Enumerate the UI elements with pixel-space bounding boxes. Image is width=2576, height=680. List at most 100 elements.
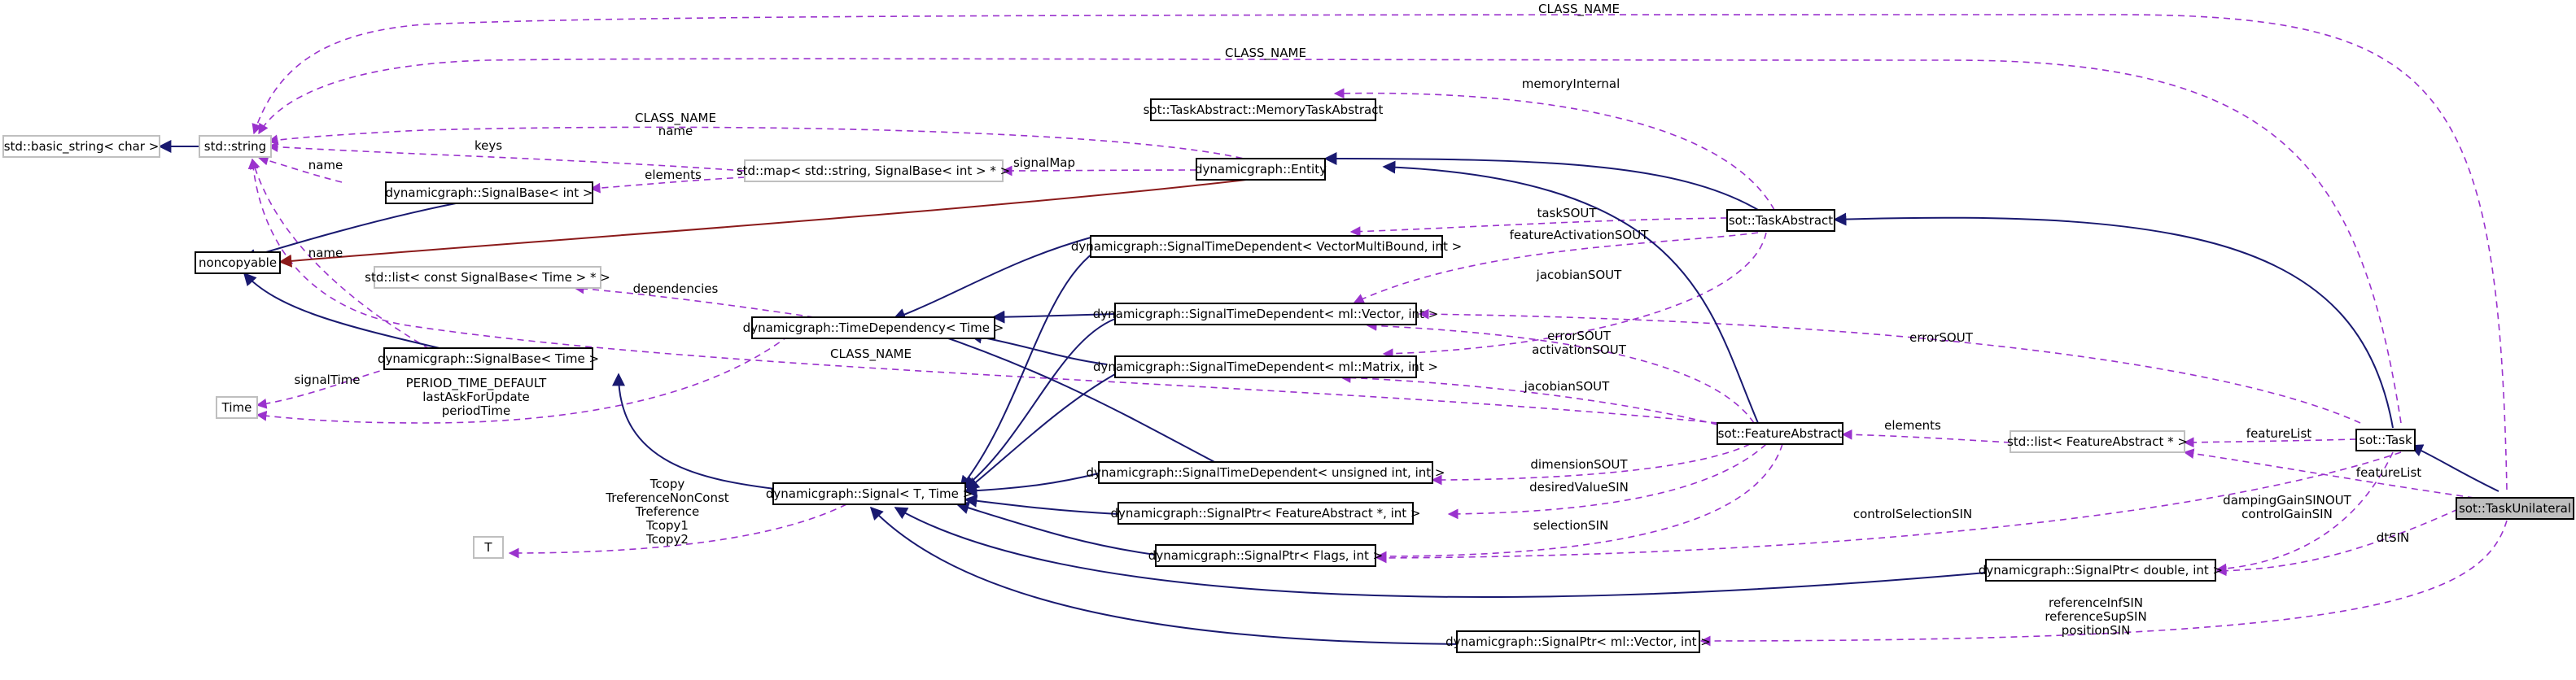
edge-label-feature-list-2: featureList xyxy=(2356,465,2421,480)
edge-signalbase-time-noncopyable xyxy=(243,272,440,349)
edge-damping xyxy=(2215,451,2394,574)
edge-jacobian-task xyxy=(1382,232,1767,360)
edge-label-damping-1: dampingGainSINOUT xyxy=(2223,493,2351,508)
edge-label-control-selection: controlSelectionSIN xyxy=(1853,507,1972,521)
node-signalbase-time[interactable]: dynamicgraph::SignalBase< Time > xyxy=(378,347,599,370)
node-string[interactable]: std::string xyxy=(199,135,272,158)
node-label-signalbase-time: dynamicgraph::SignalBase< Time > xyxy=(378,351,599,366)
edge-matrix-signal xyxy=(965,373,1116,491)
node-time[interactable]: Time xyxy=(216,396,258,419)
edge-label-task-sout: taskSOUT xyxy=(1537,206,1597,220)
edge-label-class-name-entity: CLASS_NAME xyxy=(635,111,716,126)
node-label-std-list-signalbase: std::list< const SignalBase< Time > * > xyxy=(365,270,610,285)
node-label-signalptr-flags: dynamicgraph::SignalPtr< Flags, int > xyxy=(1148,548,1383,563)
node-basic-string[interactable]: std::basic_string< char > xyxy=(2,135,160,158)
node-noncopyable[interactable]: noncopyable xyxy=(195,251,281,274)
node-label-time-dependency: dynamicgraph::TimeDependency< Time > xyxy=(743,320,1004,335)
edge-jacobian-feature xyxy=(1340,373,1718,425)
edge-label-jacobian-feature: jacobianSOUT xyxy=(1524,379,1610,394)
node-signalptr-double[interactable]: dynamicgraph::SignalPtr< double, int > xyxy=(1979,559,2223,582)
node-std-list-signalbase[interactable]: std::list< const SignalBase< Time > * > xyxy=(365,266,610,289)
node-std-map[interactable]: std::map< std::string, SignalBase< int >… xyxy=(737,159,1010,182)
node-label-time: Time xyxy=(221,400,252,415)
node-signal-td-vector[interactable]: dynamicgraph::SignalTimeDependent< ml::V… xyxy=(1093,303,1439,325)
edge-matrix-time-dependency xyxy=(969,330,1108,365)
edge-dependencies xyxy=(573,283,815,318)
node-label-task-unilateral: sot::TaskUnilateral xyxy=(2459,501,2571,516)
edge-label-dimension-sout: dimensionSOUT xyxy=(1530,457,1628,472)
edge-label-dt-sin: dtSIN xyxy=(2377,530,2410,545)
edge-name-noncopyable xyxy=(250,158,440,355)
edge-reference xyxy=(1699,520,2508,647)
node-task-abstract[interactable]: sot::TaskAbstract xyxy=(1726,209,1835,232)
edge-error-sout-feature xyxy=(1366,320,1755,424)
edge-label-period-3: periodTime xyxy=(442,403,511,418)
node-label-basic-string: std::basic_string< char > xyxy=(4,139,160,155)
node-label-signal-td-vmb: dynamicgraph::SignalTimeDependent< Vecto… xyxy=(1071,239,1462,254)
node-signalptr-vector[interactable]: dynamicgraph::SignalPtr< ml::Vector, int… xyxy=(1445,630,1711,653)
edge-label-tcopy-1: Tcopy xyxy=(649,477,685,491)
edge-entity-classname xyxy=(267,126,1254,162)
edge-label-period-1: PERIOD_TIME_DEFAULT xyxy=(406,376,548,391)
edge-vector-ptr-signal xyxy=(869,506,1466,645)
edge-feature-abstract-entity xyxy=(1382,160,1759,424)
edge-label-error-sout-feature: errorSOUT xyxy=(1547,329,1612,343)
edge-label-error-sout-task: errorSOUT xyxy=(1909,330,1974,345)
node-std-list-feature[interactable]: std::list< FeatureAbstract * > xyxy=(2007,430,2188,453)
edge-label-name-noncopyable: name xyxy=(308,246,343,260)
edge-period xyxy=(256,328,798,424)
edge-label-class-name-second: CLASS_NAME xyxy=(1225,46,1306,61)
edge-label-ref-1: referenceInfSIN xyxy=(2049,595,2143,610)
node-label-signal-td-uint: dynamicgraph::SignalTimeDependent< unsig… xyxy=(1087,465,1445,480)
edge-tcopy xyxy=(508,503,847,559)
edge-label-class-name-top: CLASS_NAME xyxy=(1538,2,1620,17)
edge-label-feature-activation: featureActivationSOUT xyxy=(1510,228,1650,242)
edge-vmb-signal xyxy=(960,243,1108,490)
node-label-memory-task: sot::TaskAbstract::MemoryTaskAbstract xyxy=(1144,102,1384,117)
node-label-string: std::string xyxy=(204,139,266,154)
edge-signal-signalbase-time xyxy=(612,373,782,490)
node-signalptr-flags[interactable]: dynamicgraph::SignalPtr< Flags, int > xyxy=(1148,544,1383,567)
edge-signal-time xyxy=(256,367,391,409)
edge-signal-map xyxy=(1001,165,1197,177)
node-label-task-abstract: sot::TaskAbstract xyxy=(1729,213,1833,228)
node-feature-abstract[interactable]: sot::FeatureAbstract xyxy=(1717,422,1843,445)
edge-error-sout-task xyxy=(1418,308,2361,424)
node-signal-td-vmb[interactable]: dynamicgraph::SignalTimeDependent< Vecto… xyxy=(1071,235,1462,258)
node-signalptr-feature[interactable]: dynamicgraph::SignalPtr< FeatureAbstract… xyxy=(1111,502,1421,525)
edge-label-tcopy-3: Treference xyxy=(635,504,700,519)
node-signal-td-uint[interactable]: dynamicgraph::SignalTimeDependent< unsig… xyxy=(1087,461,1445,484)
node-signal[interactable]: dynamicgraph::Signal< T, Time > xyxy=(766,482,973,505)
node-label-signalbase-int: dynamicgraph::SignalBase< int > xyxy=(386,185,593,200)
edge-label-ref-2: referenceSupSIN xyxy=(2045,609,2146,624)
edge-elements-map xyxy=(589,177,746,194)
edge-flags-signal xyxy=(956,501,1157,556)
node-entity[interactable]: dynamicgraph::Entity xyxy=(1195,158,1327,181)
edge-label-signal-map: signalMap xyxy=(1013,155,1075,170)
edge-task-abstract-entity xyxy=(1323,152,1759,211)
edge-feature-list-2 xyxy=(2183,448,2475,499)
edge-control-selection xyxy=(1375,451,2402,564)
node-signalbase-int[interactable]: dynamicgraph::SignalBase< int > xyxy=(385,181,593,204)
edge-keys xyxy=(267,142,746,172)
node-label-signalptr-feature: dynamicgraph::SignalPtr< FeatureAbstract… xyxy=(1111,506,1421,521)
node-label-signalptr-double: dynamicgraph::SignalPtr< double, int > xyxy=(1979,563,2223,578)
edge-label-period-2: lastAskForUpdate xyxy=(422,390,530,404)
node-label-signal: dynamicgraph::Signal< T, Time > xyxy=(766,486,973,501)
edge-elements-list xyxy=(1841,429,2011,443)
node-label-entity: dynamicgraph::Entity xyxy=(1195,162,1327,177)
node-memory-task-abstract[interactable]: sot::TaskAbstract::MemoryTaskAbstract xyxy=(1144,98,1384,121)
node-signal-td-matrix[interactable]: dynamicgraph::SignalTimeDependent< ml::M… xyxy=(1093,355,1438,378)
node-t[interactable]: T xyxy=(473,536,504,559)
node-time-dependency[interactable]: dynamicgraph::TimeDependency< Time > xyxy=(743,316,1004,339)
node-task-unilateral[interactable]: sot::TaskUnilateral xyxy=(2456,497,2574,520)
edge-label-tcopy-2: TreferenceNonConst xyxy=(605,490,728,505)
edge-class-name-second xyxy=(258,58,2402,424)
edge-task-task-abstract xyxy=(1833,212,2394,429)
edge-feature-ptr-signal xyxy=(964,494,1119,515)
edge-uint-signal xyxy=(964,473,1100,498)
edge-label-feature-list-1: featureList xyxy=(2246,426,2311,441)
edge-label-damping-2: controlGainSIN xyxy=(2241,507,2333,521)
node-task[interactable]: sot::Task xyxy=(2355,429,2416,451)
edge-label-desired-value: desiredValueSIN xyxy=(1529,480,1629,495)
